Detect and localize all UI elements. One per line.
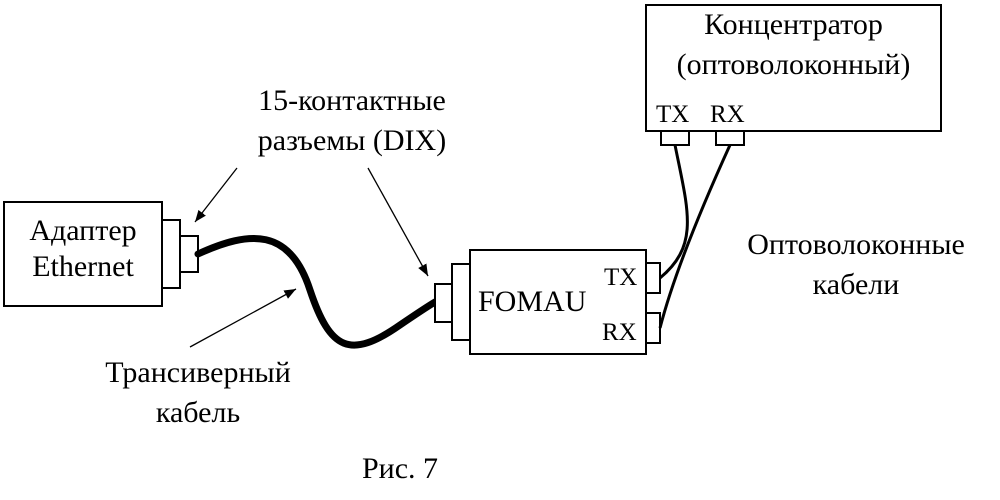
hub-tx-label: TX	[656, 101, 690, 128]
hub-label-line2: (оптоволоконный)	[676, 48, 911, 81]
fomau-box	[469, 249, 647, 355]
arrow-to-transceiver-cable	[189, 288, 297, 348]
hub-rx-label: RX	[710, 101, 745, 128]
adapter-label: Адаптер Ethernet	[8, 216, 158, 282]
adapter-box	[3, 201, 163, 307]
fomau-tx-port	[645, 262, 661, 294]
hub-label: Концентратор (оптоволоконный)	[646, 10, 941, 80]
transceiver-cable-label-line1: Трансиверный	[105, 356, 291, 389]
connectors-label: 15-контактные разъемы (DIX)	[232, 86, 472, 156]
fomau-label: FOMAU	[478, 285, 587, 318]
fomau-rx-label: RX	[602, 319, 637, 346]
fiber-cable-1	[659, 144, 689, 280]
fiber-cables-label-line2: кабели	[812, 268, 900, 301]
fomau-connector-inner	[434, 283, 453, 323]
hub-label-line1: Концентратор	[704, 8, 883, 41]
hub-rx-port	[715, 130, 745, 146]
connectors-label-line1: 15-контактные	[258, 84, 446, 117]
hub-tx-port	[660, 130, 690, 146]
transceiver-cable-label: Трансиверный кабель	[78, 358, 318, 428]
adapter-connector-outer	[161, 219, 181, 289]
figure-caption: Рис. 7	[361, 452, 439, 485]
fiber-cables-label: Оптоволоконные кабели	[722, 230, 990, 300]
arrow-to-adapter-connector	[194, 167, 238, 223]
fomau-rx-port	[645, 312, 661, 344]
arrow-to-fomau-connector	[367, 167, 429, 277]
hub-box	[645, 4, 942, 132]
adapter-label-line2: Ethernet	[32, 250, 134, 283]
fomau-connector-outer	[451, 263, 471, 341]
transceiver-cable-label-line2: кабель	[155, 396, 241, 429]
transceiver-cable	[194, 234, 439, 349]
connectors-label-line2: разъемы (DIX)	[257, 124, 447, 157]
fomau-tx-label: TX	[604, 264, 638, 291]
adapter-label-line1: Адаптер	[29, 214, 137, 247]
fiber-cable-2	[658, 144, 732, 329]
fiber-cables-label-line1: Оптоволоконные	[747, 228, 965, 261]
